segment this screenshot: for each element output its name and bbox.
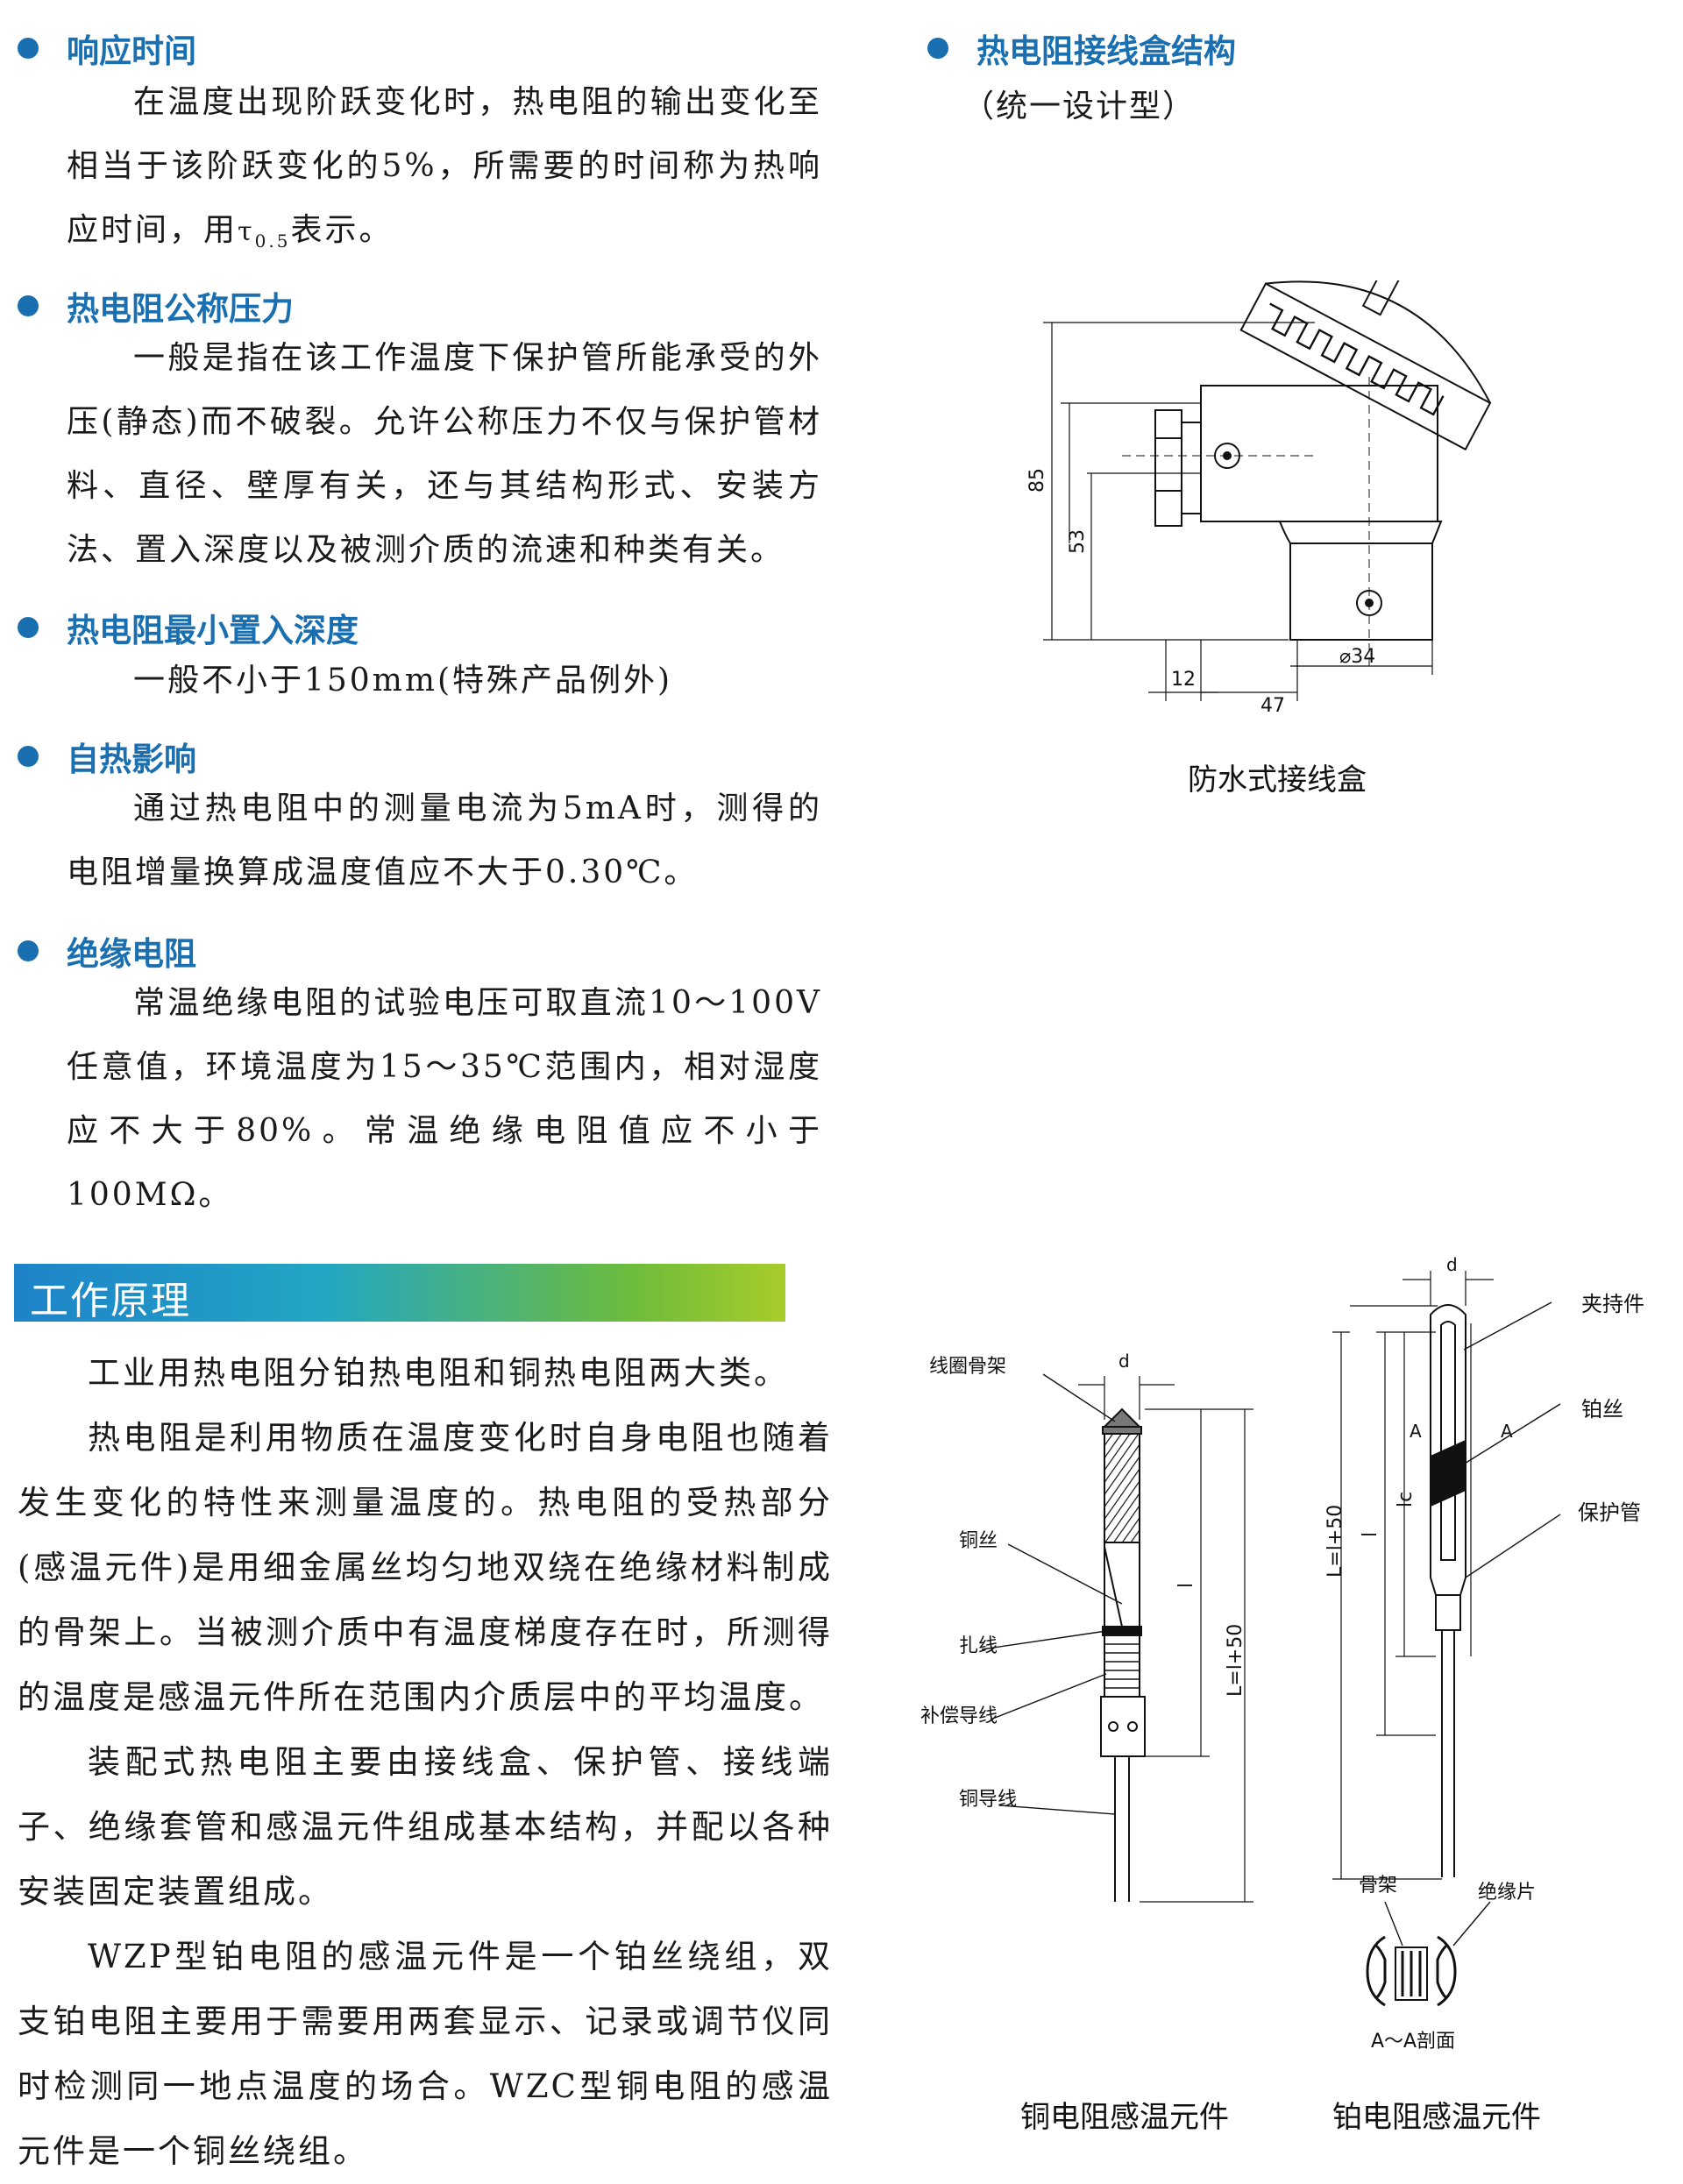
heading-min-depth: 热电阻最小置入深度 [18, 604, 359, 651]
label-clip: 夹持件 [1581, 1292, 1644, 1316]
label-pt-wire: 铂丝 [1581, 1397, 1623, 1422]
heading-nominal-pressure: 热电阻公称压力 [18, 282, 294, 330]
principle-p3: 装配式热电阻主要由接线盒、保护管、接线端子、绝缘套管和感温元件组成基本结构，并配… [18, 1743, 833, 1911]
label-l-copper: l [1175, 1583, 1197, 1588]
principle-p4: WZP型铂电阻的感温元件是一个铂丝绕组，双支铂电阻主要用于需要用两套显示、记录或… [18, 1938, 833, 2170]
dim-47-label: 47 [1260, 695, 1285, 717]
heading-self-heating: 自热影响 [18, 733, 196, 780]
tau-subscript: 0.5 [254, 230, 291, 252]
dim-12-label: 12 [1171, 669, 1196, 691]
heading-text: 自热影响 [67, 741, 196, 778]
section-banner: 工作原理 [14, 1264, 785, 1323]
heading-text: 绝缘电阻 [67, 935, 196, 973]
label-d-copper: d [1118, 1351, 1130, 1372]
banner-title: 工作原理 [30, 1279, 191, 1323]
bullet-icon [927, 38, 948, 59]
dim-53-label: 53 [1067, 529, 1089, 554]
tau-symbol: τ [238, 216, 255, 247]
label-L-pt: L=l+50 [1324, 1505, 1346, 1578]
bullet-icon [18, 295, 39, 316]
label-comp-wire: 补偿导线 [920, 1705, 998, 1727]
self-heating-body: 通过热电阻中的测量电流为5mA时，测得的电阻增量换算成温度值应不大于0.30℃。 [67, 791, 822, 890]
heading-text: 热电阻公称压力 [67, 290, 294, 328]
heading-text: 热电阻接线盒结构 [976, 32, 1236, 70]
response-time-body: 在温度出现阶跃变化时，热电阻的输出变化至相当于该阶跃变化的5%，所需要的时间称为… [67, 84, 822, 252]
heading-junction-box: 热电阻接线盒结构 [927, 25, 1236, 72]
label-protect-tube: 保护管 [1578, 1500, 1641, 1525]
junction-box-subtitle: （统一设计型） [962, 89, 1197, 124]
min-depth-body: 一般不小于150mm(特殊产品例外) [133, 663, 673, 698]
label-lc: lc [1395, 1492, 1417, 1507]
label-l-pt: l [1360, 1532, 1381, 1537]
label-tie: 扎线 [959, 1635, 998, 1657]
insulation-body: 常温绝缘电阻的试验电压可取直流10～100V任意值，环境温度为15～35℃范围内… [67, 985, 822, 1213]
label-insulation-sheet: 绝缘片 [1478, 1882, 1536, 1904]
platinum-caption: 铂电阻感温元件 [1332, 2100, 1541, 2135]
junction-box-diagram: 85 53 12 47 ⌀34 [1026, 280, 1492, 717]
label-bobbin: 线圈骨架 [929, 1356, 1006, 1378]
dim-85-label: 85 [1026, 468, 1048, 493]
label-A-left: A [1410, 1421, 1422, 1442]
nominal-pressure-body: 一般是指在该工作温度下保护管所能承受的外压(静态)而不破裂。允许公称压力不仅与保… [67, 340, 822, 568]
bullet-icon [18, 940, 39, 961]
copper-caption: 铜电阻感温元件 [1020, 2100, 1229, 2135]
heading-insulation: 绝缘电阻 [18, 927, 196, 975]
dim-d34-label: ⌀34 [1339, 646, 1375, 668]
bullet-icon [18, 746, 39, 767]
label-copper-wire: 铜丝 [959, 1530, 998, 1552]
heading-text: 响应时间 [67, 32, 196, 70]
label-L-copper: L=l+50 [1225, 1624, 1246, 1697]
copper-element-diagram: 线圈骨架 d 铜丝 扎线 补偿导线 铜导线 l L=l+50 [920, 1351, 1253, 1903]
label-frame: 骨架 [1359, 1875, 1397, 1897]
principle-p1: 工业用热电阻分铂热电阻和铜热电阻两大类。 [88, 1354, 789, 1392]
platinum-element-diagram: d 夹持件 铂丝 保护管 A A lc l L=l+50 骨架 绝缘片 A～A剖… [1324, 1254, 1644, 2053]
heading-response-time: 响应时间 [18, 25, 196, 72]
bullet-icon [18, 617, 39, 638]
label-section: A～A剖面 [1371, 2031, 1455, 2053]
label-copper-lead: 铜导线 [959, 1789, 1017, 1811]
bullet-icon [18, 38, 39, 59]
label-d-pt: d [1446, 1254, 1458, 1275]
junction-box-caption: 防水式接线盒 [1188, 762, 1367, 798]
heading-text: 热电阻最小置入深度 [67, 612, 359, 649]
principle-p2: 热电阻是利用物质在温度变化时自身电阻也随着发生变化的特性来测量温度的。热电阻的受… [18, 1419, 833, 1716]
label-A-right: A [1501, 1421, 1513, 1442]
